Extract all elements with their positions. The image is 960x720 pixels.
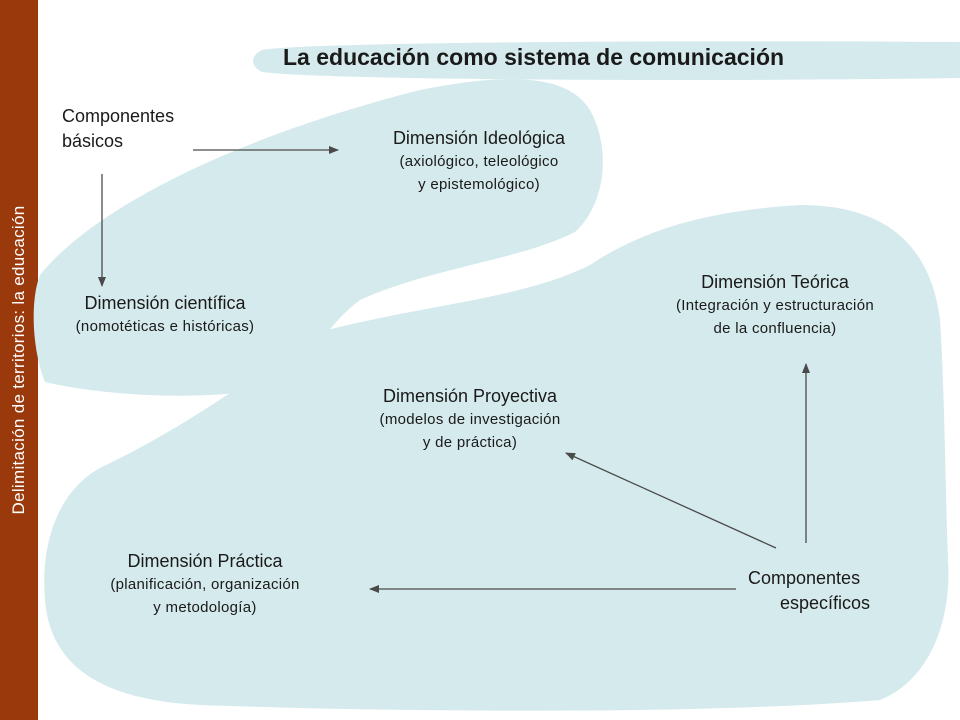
ideologica-line1: (axiológico, teleológico <box>399 153 559 170</box>
title-banner <box>253 41 960 80</box>
teorica-line1: (Integración y estructuración <box>676 297 874 314</box>
proyectiva-line1: (modelos de investigación <box>379 411 561 428</box>
node-dimension-cientifica: Dimensión científica (nomotéticas e hist… <box>30 291 300 338</box>
practica-line2: y metodología) <box>153 599 257 616</box>
diagram-title: La educación como sistema de comunicació… <box>283 44 785 70</box>
cientifica-line1: (nomotéticas e históricas) <box>75 318 255 335</box>
practica-line1: (planificación, organización <box>110 576 300 593</box>
node-dimension-proyectiva: Dimensión Proyectiva (modelos de investi… <box>335 384 605 454</box>
node-dimension-practica: Dimensión Práctica (planificación, organ… <box>65 549 345 619</box>
node-dimension-ideologica: Dimensión Ideológica (axiológico, teleol… <box>349 126 609 196</box>
practica-title: Dimensión Práctica <box>127 551 283 571</box>
specific-components-region <box>44 205 949 711</box>
teorica-line2: de la confluencia) <box>713 320 837 337</box>
basic-components-label: Componentes básicos <box>62 104 174 154</box>
arrow-specific-to-proyectiva <box>565 452 777 549</box>
specific-components-line2: específicos <box>780 593 871 613</box>
proyectiva-line2: y de práctica) <box>422 434 518 451</box>
node-dimension-teorica: Dimensión Teórica (Integración y estruct… <box>630 270 920 340</box>
cientifica-title: Dimensión científica <box>84 293 246 313</box>
basic-components-line1: Componentes <box>62 106 175 126</box>
teorica-title: Dimensión Teórica <box>701 272 849 292</box>
specific-components-label: Componentes específicos <box>748 566 870 616</box>
sidebar-band: Delimitación de territorios: la educació… <box>0 0 38 720</box>
ideologica-line2: y epistemológico) <box>418 176 540 193</box>
specific-components-line1: Componentes <box>748 568 861 588</box>
basic-components-line2: básicos <box>62 131 124 151</box>
basic-components-region <box>33 79 603 396</box>
proyectiva-title: Dimensión Proyectiva <box>382 386 558 406</box>
ideologica-title: Dimensión Ideológica <box>392 128 566 148</box>
